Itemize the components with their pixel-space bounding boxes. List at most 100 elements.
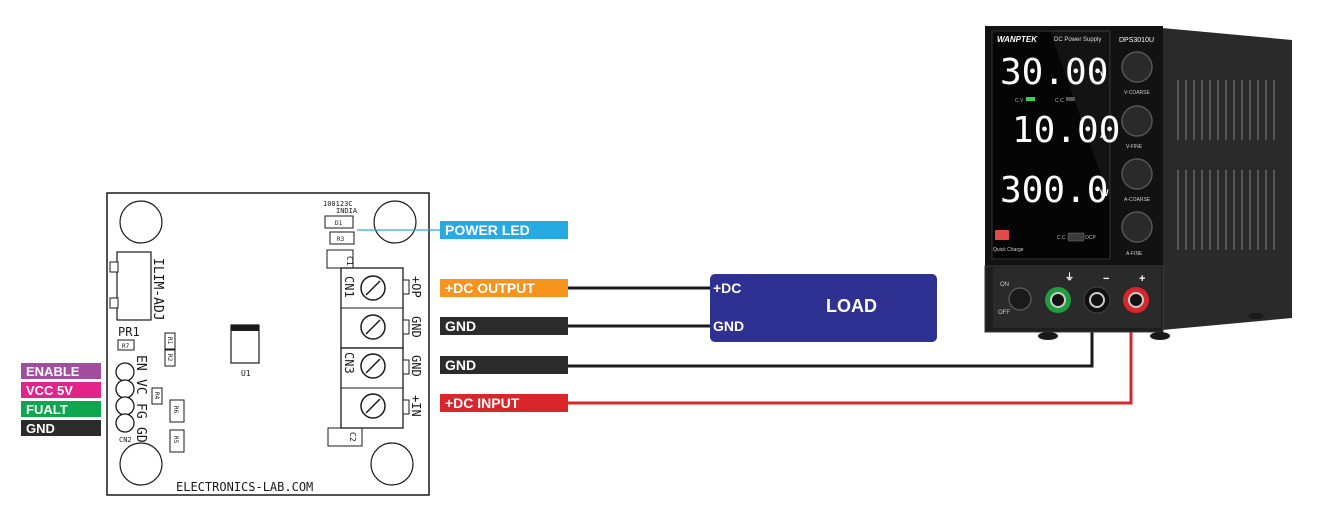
pin-gnd-a-label: GND	[409, 316, 423, 338]
terminal-earth-symbol: ⏚	[1065, 272, 1074, 282]
a-coarse-label: A-COARSE	[1124, 197, 1151, 203]
ocp-label: OCP	[1085, 235, 1097, 241]
v-coarse-knob[interactable]	[1121, 51, 1153, 83]
mounting-hole	[119, 442, 163, 486]
gnd-in-label: GND	[445, 357, 476, 373]
left-labels: ENABLE VCC 5V FUALT GND	[21, 363, 101, 436]
cn1-label: CN1	[342, 276, 356, 298]
r5-label: R5	[172, 436, 179, 444]
power-switch[interactable]	[1008, 287, 1032, 311]
cn2-label: CN2	[119, 436, 132, 444]
usb-port	[995, 230, 1009, 240]
cv-indicator-label: C.V	[1015, 98, 1024, 104]
v-coarse-label: V-COARSE	[1124, 90, 1151, 96]
load-body	[710, 274, 937, 342]
d1-label: D1	[335, 220, 343, 227]
pin-gnd-b-label: GND	[409, 355, 423, 377]
voltage-readout: 30.00	[1000, 52, 1108, 93]
voltage-unit: V	[1100, 70, 1106, 80]
psu-vents	[1177, 80, 1275, 250]
a-fine-label: A-FINE	[1126, 251, 1143, 257]
board-brand: ELECTRONICS-LAB.COM	[176, 480, 313, 494]
pcb-board: ILIM-ADJ PR1 R7 R1 R2 R4 R6 R5 U1 EN VC …	[106, 192, 430, 496]
gnd-out-label: GND	[445, 318, 476, 334]
r1-resistor	[164, 332, 176, 350]
power-unit: W	[1100, 188, 1109, 198]
r4-label: R4	[153, 392, 160, 400]
mounting-hole	[370, 442, 414, 486]
a-fine-knob[interactable]	[1121, 211, 1153, 243]
dc-output-label: +DC OUTPUT	[445, 280, 535, 296]
power-supply: WANPTEK DC Power Supply DPS3010U 30.00 V…	[984, 26, 1292, 340]
u1-label: U1	[241, 369, 251, 378]
r2-resistor	[164, 349, 176, 367]
terminal-neg-symbol: −	[1103, 273, 1109, 285]
ilim-adj-label: ILIM-ADJ	[150, 258, 165, 321]
psu-type: DC Power Supply	[1054, 37, 1101, 43]
cc-mode-label: C.C	[1057, 235, 1066, 241]
r5-resistor	[169, 429, 185, 453]
cn2-pin-gd: GD	[133, 427, 148, 443]
mounting-hole	[119, 200, 163, 244]
cv-led	[1026, 97, 1035, 101]
current-readout: 10.00	[1012, 110, 1120, 151]
load-title: LOAD	[826, 296, 877, 316]
cn1-terminal	[340, 267, 410, 349]
cn2-pin-fg: FG	[133, 403, 148, 419]
pin-op-label: +OP	[409, 276, 423, 298]
r2-label: R2	[166, 354, 173, 362]
r3-label: R3	[337, 236, 345, 243]
r4-resistor	[151, 387, 163, 405]
ilim-pot	[116, 251, 152, 321]
c1-label: C1	[345, 256, 354, 266]
board-country: INDIA	[336, 207, 358, 215]
r3-resistor	[329, 231, 355, 245]
r1-label: R1	[166, 337, 173, 345]
cn2-header	[115, 362, 135, 433]
enable-tag	[21, 363, 101, 379]
gnd-out-tag	[440, 317, 568, 335]
cn3-terminal	[340, 347, 410, 429]
r7-resistor	[117, 339, 135, 351]
pr1-label: PR1	[118, 325, 140, 339]
fault-tag	[21, 401, 101, 417]
c2-label: C2	[348, 432, 357, 442]
fault-label: FUALT	[26, 402, 68, 417]
u1-chip	[230, 324, 260, 364]
r6-label: R6	[172, 406, 179, 414]
mounting-hole	[373, 200, 417, 244]
current-unit: A	[1100, 130, 1107, 140]
power-led-tag	[440, 221, 568, 239]
cn2-pin-vc: VC	[133, 379, 148, 395]
gnd-in-tag	[440, 356, 568, 374]
switch-on-label: ON	[1000, 282, 1009, 288]
v-fine-knob[interactable]	[1121, 105, 1153, 137]
power-led-label: POWER LED	[445, 222, 530, 238]
d1-led	[324, 215, 354, 229]
dc-input-label: +DC INPUT	[445, 395, 520, 411]
ocp-switch[interactable]	[1067, 232, 1085, 242]
pin-in-label: +IN	[409, 395, 423, 417]
c1-capacitor	[326, 249, 354, 269]
vcc-tag	[21, 382, 101, 398]
v-fine-label: V-FINE	[1126, 144, 1143, 150]
usb-label: Quick Charge	[993, 247, 1024, 253]
gnd-left-label: GND	[26, 421, 55, 436]
gnd-left-tag	[21, 420, 101, 436]
dc-output-tag	[440, 279, 568, 297]
dc-input-wire	[568, 306, 1133, 405]
load-neg-label: GND	[713, 318, 744, 334]
vcc-label: VCC 5V	[26, 383, 73, 398]
load-pos-label: +DC	[713, 280, 741, 296]
r7-label: R7	[122, 343, 130, 350]
switch-off-label: OFF	[998, 310, 1010, 316]
dc-input-tag	[440, 394, 568, 412]
a-coarse-knob[interactable]	[1121, 158, 1153, 190]
middle-labels: POWER LED +DC OUTPUT GND GND +DC INPUT	[440, 221, 568, 412]
psu-display	[991, 30, 1111, 260]
cc-led	[1066, 97, 1075, 101]
cc-indicator-label: C.C	[1055, 98, 1064, 104]
psu-model: DPS3010U	[1119, 37, 1154, 44]
cn2-pin-en: EN	[133, 355, 148, 371]
